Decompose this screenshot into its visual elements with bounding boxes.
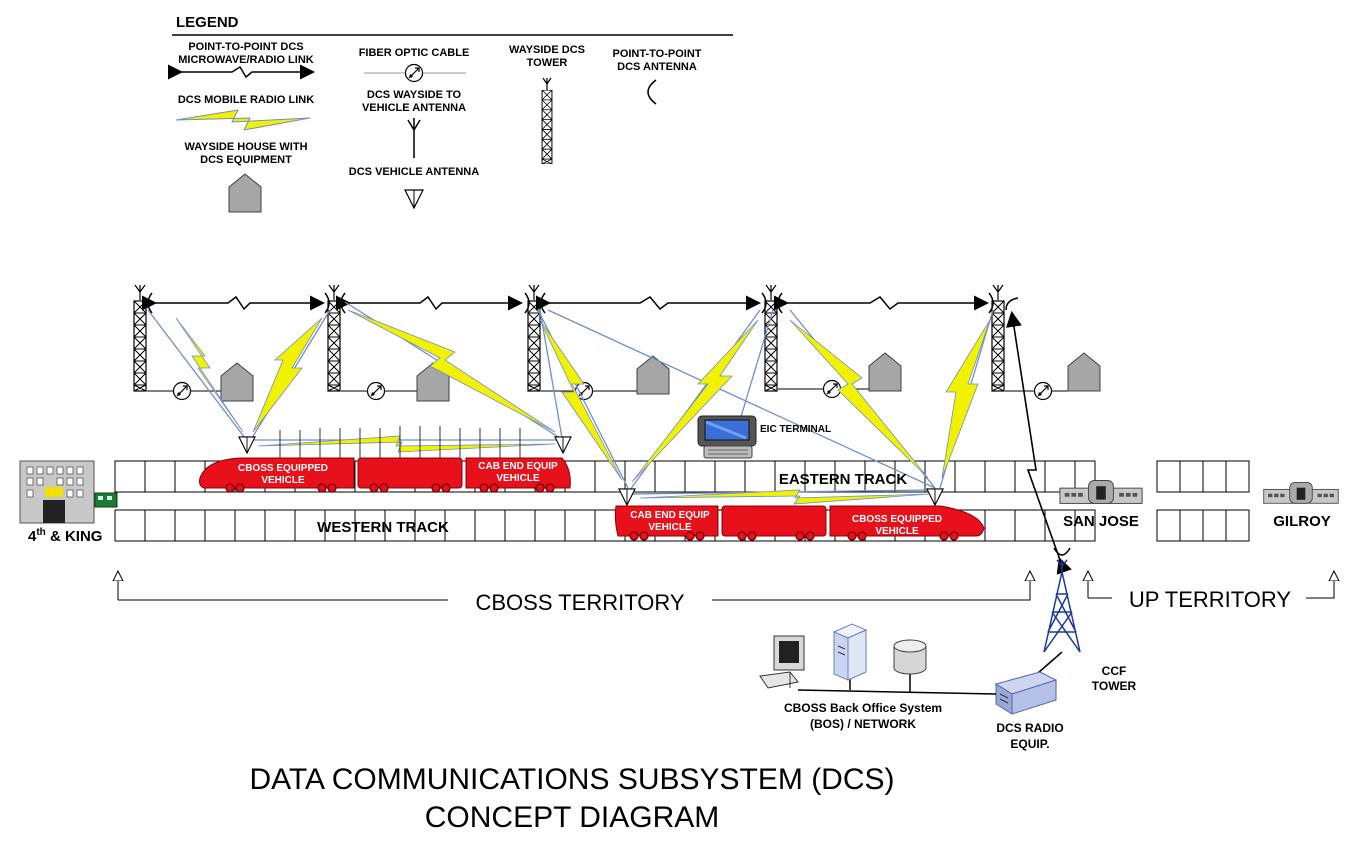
fiber-icon bbox=[404, 63, 424, 83]
wayside-tower-5 bbox=[988, 284, 1019, 392]
cboss-territory-label: CBOSS TERRITORY bbox=[475, 590, 684, 615]
p2p-antenna-icon bbox=[647, 79, 657, 105]
diagram-title-line2: CONCEPT DIAGRAM bbox=[425, 801, 719, 834]
cab-end-label-2: VEHICLE bbox=[496, 473, 540, 484]
radio-label-1: DCS RADIO bbox=[996, 721, 1063, 735]
legend-wayside-ant-line2: VEHICLE ANTENNA bbox=[362, 102, 466, 114]
wayside-house-5 bbox=[1067, 352, 1101, 392]
cab-end-b-label-1: CAB END EQUIP bbox=[630, 510, 710, 521]
eic-terminal-label: EIC TERMINAL bbox=[760, 424, 831, 435]
ccf-label-1: CCF bbox=[1102, 664, 1127, 678]
cab-end-b-label-2: VEHICLE bbox=[648, 522, 692, 533]
tower-icon bbox=[541, 77, 553, 164]
legend-vehicle-ant: DCS VEHICLE ANTENNA bbox=[349, 166, 479, 178]
train-western: CAB END EQUIP VEHICLE CBOSS EQUIPPED VEH… bbox=[614, 505, 985, 541]
house-icon bbox=[228, 173, 262, 213]
cboss-vehicle-label-1: CBOSS EQUIPPED bbox=[238, 463, 328, 474]
dcs-radio-equipment-icon bbox=[994, 651, 1063, 715]
wayside-tower-2 bbox=[324, 284, 346, 392]
eastern-track-label: EASTERN TRACK bbox=[779, 471, 908, 488]
vehicle-antenna-2 bbox=[554, 436, 572, 454]
legend-p2p-ant-line1: POINT-TO-POINT bbox=[612, 48, 701, 60]
vehicle-antenna-icon bbox=[404, 189, 424, 209]
wayside-antenna-icon bbox=[407, 118, 421, 158]
wayside-house-3 bbox=[636, 355, 670, 395]
cboss-territory-arrow bbox=[118, 572, 1030, 601]
mobile-radio-link-symbol bbox=[175, 109, 311, 131]
ccf-label-2: TOWER bbox=[1092, 679, 1137, 693]
p2p-link-symbol bbox=[168, 64, 315, 80]
wayside-tower-3 bbox=[524, 284, 546, 392]
up-territory-arrow bbox=[1088, 572, 1334, 599]
radio-label-2: EQUIP. bbox=[1010, 737, 1049, 751]
western-track-label: WESTERN TRACK bbox=[317, 519, 449, 536]
legend-house-line2: DCS EQUIPMENT bbox=[200, 154, 292, 166]
gilroy-station-icon bbox=[1263, 482, 1339, 504]
bos-label-2: (BOS) / NETWORK bbox=[810, 717, 916, 731]
vehicle-antenna-1 bbox=[238, 436, 256, 454]
train-eastern: CBOSS EQUIPPED VEHICLE CAB END EQUIP VEH… bbox=[199, 457, 571, 493]
cboss-vehicle-label-2: VEHICLE bbox=[261, 475, 305, 486]
diagram-title-line1: DATA COMMUNICATIONS SUBSYSTEM (DCS) bbox=[249, 763, 894, 796]
king-street-station-icon bbox=[19, 460, 118, 524]
cab-end-label-1: CAB END EQUIP bbox=[478, 461, 558, 472]
wayside-tower-4 bbox=[761, 284, 783, 392]
bos-label-1: CBOSS Back Office System bbox=[784, 701, 942, 715]
legend-mobile-link: DCS MOBILE RADIO LINK bbox=[178, 94, 314, 106]
ccf-backhaul-link bbox=[1006, 310, 1072, 575]
bos-network bbox=[759, 623, 997, 695]
server-icon bbox=[832, 623, 868, 681]
legend-p2p-link-line1: POINT-TO-POINT DCS bbox=[188, 41, 303, 53]
legend-house-line1: WAYSIDE HOUSE WITH bbox=[184, 141, 307, 153]
radio-link-hatch bbox=[279, 426, 521, 462]
wayside-tower-1 bbox=[133, 284, 153, 392]
legend-heading: LEGEND bbox=[176, 14, 239, 31]
wayside-house-4 bbox=[868, 352, 902, 392]
wayside-house-1 bbox=[220, 362, 254, 402]
ccf-tower-icon bbox=[1043, 547, 1081, 653]
legend-tower-line2: TOWER bbox=[527, 57, 568, 69]
workstation-icon bbox=[759, 635, 805, 689]
vehicle-antenna-3 bbox=[618, 488, 636, 506]
cboss-vehicle-b-label-2: VEHICLE bbox=[875, 526, 919, 537]
san-jose-label: SAN JOSE bbox=[1063, 513, 1139, 530]
cboss-vehicle-b-label-1: CBOSS EQUIPPED bbox=[852, 514, 942, 525]
legend-p2p-ant-line2: DCS ANTENNA bbox=[617, 61, 697, 73]
legend-tower-line1: WAYSIDE DCS bbox=[509, 44, 585, 56]
database-icon bbox=[893, 639, 927, 675]
eic-terminal-icon bbox=[697, 415, 757, 459]
up-territory-label: UP TERRITORY bbox=[1129, 587, 1292, 612]
king-label: 4th & KING bbox=[28, 527, 102, 545]
mobile-radio-links bbox=[175, 309, 991, 505]
p2p-links bbox=[142, 295, 989, 311]
gilroy-label: GILROY bbox=[1273, 513, 1331, 530]
vehicle-antenna-4 bbox=[926, 488, 944, 506]
legend: LEGEND POINT-TO-POINT DCS MICROWAVE/RADI… bbox=[168, 14, 733, 213]
legend-fiber: FIBER OPTIC CABLE bbox=[359, 47, 470, 59]
legend-p2p-link-line2: MICROWAVE/RADIO LINK bbox=[178, 54, 314, 66]
legend-wayside-ant-line1: DCS WAYSIDE TO bbox=[367, 89, 462, 101]
